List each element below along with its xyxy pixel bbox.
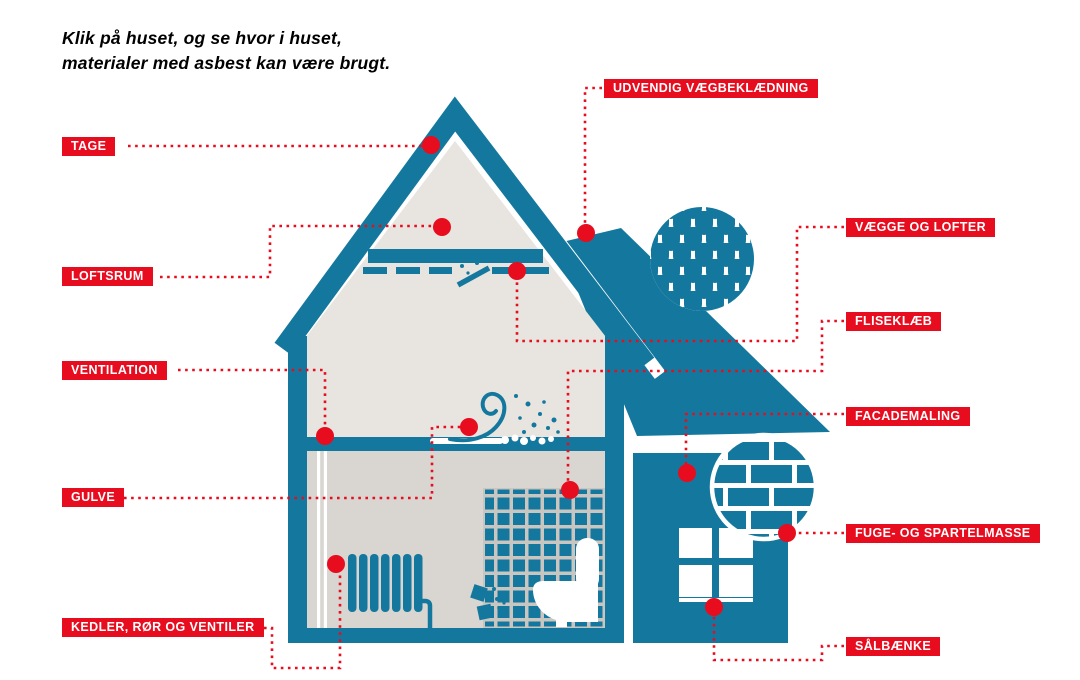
label-tage[interactable]: TAGE [62,137,116,156]
vaegge-og-lofter-hotspot-dot[interactable] [508,262,526,280]
main-house[interactable] [274,96,655,643]
brick-inset-icon [709,432,819,542]
roof [274,96,655,371]
fliseklaeb-hotspot-dot[interactable] [561,481,579,499]
title-line-1: Klik på huset, og se hvor i huset, [62,28,343,48]
label-facademaling[interactable]: FACADEMALING [846,407,970,426]
annex-window [679,528,753,602]
toilet-icon [533,538,599,627]
label-saalbaenke[interactable]: SÅLBÆNKE [846,637,941,656]
saalbaenke-hotspot-dot[interactable] [705,598,723,616]
attic-floor-slab [368,249,543,263]
facademaling-connector-line [684,412,844,471]
falling-tiles [470,584,506,621]
right-wall [605,336,624,643]
page-title: Klik på huset, og se hvor i huset, mater… [62,26,542,75]
roof-tile-inset-icon [650,207,754,311]
label-kedler-roer-og-ventiler[interactable]: KEDLER, RØR OG VENTILER [62,618,264,637]
facademaling-hotspot-dot[interactable] [678,464,696,482]
label-fliseklaeb[interactable]: FLISEKLÆB [846,312,942,331]
vaegge-og-lofter-connector-line [515,225,844,343]
upper-interior [303,141,609,451]
fuge-og-spartelmasse-hotspot-dot[interactable] [778,524,796,542]
tage-hotspot-dot[interactable] [422,136,440,154]
radiator-icon [348,554,423,612]
ceiling-plates [363,265,550,288]
loftsrum-hotspot-dot[interactable] [433,218,451,236]
ceiling-debris [460,255,486,275]
left-wall [288,336,307,643]
pipe [317,451,327,628]
foundation [288,628,624,643]
label-loftsrum[interactable]: LOFTSRUM [62,267,153,286]
kedler-roer-og-ventiler-connector-line [264,566,342,670]
saalbaenke-connector-line [712,609,844,662]
connector-layer [124,86,844,670]
wind-swirl-icon [430,391,560,445]
label-ventilation[interactable]: VENTILATION [62,361,167,380]
ventilation-hotspot-dot[interactable] [316,427,334,445]
kedler-roer-og-ventiler-hotspot-dot[interactable] [327,555,345,573]
label-vaegge-og-lofter[interactable]: VÆGGE OG LOFTER [846,218,996,237]
udvendig-vaegbeklaedning-hotspot-dot[interactable] [577,224,595,242]
radiator-pipe [414,598,433,628]
label-fuge-og-spartelmasse[interactable]: FUGE- OG SPARTELMASSE [846,524,1040,543]
label-gulve[interactable]: GULVE [62,488,125,507]
annex-roof [558,228,830,436]
label-udvendig-vaegbeklaedning[interactable]: UDVENDIG VÆGBEKLÆDNING [604,79,818,98]
loftsrum-connector-line [160,224,442,279]
fliseklaeb-connector-line [566,319,844,488]
gulve-hotspot-dot[interactable] [460,418,478,436]
title-line-2: materialer med asbest kan være brugt. [62,52,391,73]
